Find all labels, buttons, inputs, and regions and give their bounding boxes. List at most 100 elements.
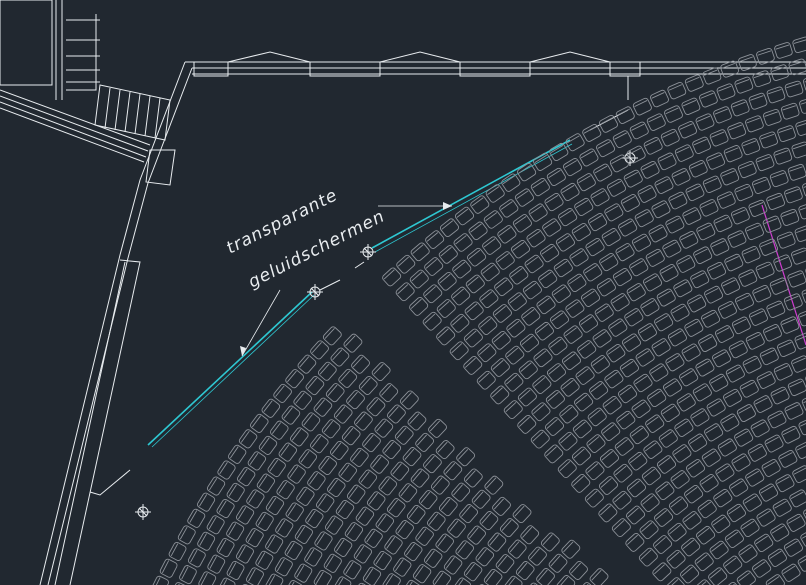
seat-icon [646, 113, 666, 131]
seat-icon [571, 474, 591, 493]
seat-icon [485, 184, 505, 203]
seat-icon [534, 321, 554, 341]
seat-icon [548, 336, 568, 356]
seat-icon [556, 575, 576, 585]
seat-icon [338, 368, 358, 388]
seat-icon [507, 539, 527, 559]
seat-icon [721, 277, 741, 295]
seat-icon [574, 197, 594, 217]
seat-icon [499, 518, 519, 538]
seat-icon [702, 175, 722, 194]
seat-icon [402, 579, 421, 585]
seat-icon [747, 443, 767, 462]
seat-icon [451, 482, 471, 502]
seat-icon [741, 138, 761, 156]
seat-icon [544, 444, 564, 464]
seat-icon [454, 206, 475, 226]
seat-icon [713, 214, 733, 233]
seat-icon [495, 251, 515, 270]
seat-icon [665, 215, 685, 234]
seat-icon [558, 207, 578, 227]
seat-icon [294, 524, 313, 544]
seat-icon [693, 246, 713, 265]
seat-icon [649, 363, 669, 382]
seat-icon [536, 568, 555, 585]
seat-icon [632, 97, 652, 116]
seat-icon [479, 511, 499, 531]
seat-icon [387, 404, 406, 424]
seat-icon [261, 398, 281, 418]
seat-icon [265, 495, 285, 516]
seat-icon [643, 273, 663, 292]
seat-icon [497, 225, 517, 244]
seat-icon [755, 261, 775, 279]
seat-icon [576, 173, 596, 192]
seat-icon [667, 81, 687, 100]
seat-icon [604, 369, 624, 389]
seat-icon [323, 553, 342, 573]
seat-icon [569, 560, 588, 580]
seat-icon [799, 97, 806, 114]
seat-icon [690, 408, 710, 427]
seat-icon [729, 478, 749, 497]
seat-icon [518, 360, 538, 380]
seat-icon [679, 368, 699, 387]
seat-icon [792, 465, 806, 484]
seat-icon [170, 582, 189, 585]
seat-icon [748, 92, 768, 110]
seat-icon [561, 539, 581, 559]
seat-icon [704, 285, 724, 304]
seat-icon [602, 395, 622, 415]
seat-icon [780, 102, 800, 120]
seat-icon [492, 304, 512, 323]
seat-icon [487, 532, 507, 552]
seat-icon [769, 277, 789, 295]
seat-icon [645, 248, 665, 267]
seat-icon [355, 506, 375, 526]
seat-icon [549, 142, 569, 162]
seat-icon [386, 498, 406, 518]
seat-icon [228, 444, 247, 464]
seat-icon [800, 529, 806, 547]
seat-icon [754, 533, 774, 553]
seat-icon [468, 221, 488, 241]
seat-icon [778, 449, 798, 468]
seat-icon [267, 457, 286, 478]
seat-icon [709, 540, 729, 560]
seat-icon [794, 225, 806, 242]
seat-icon [786, 513, 806, 532]
seat-icon [745, 332, 765, 350]
seat-icon [284, 580, 303, 585]
seat-icon [546, 363, 567, 382]
seat-icon [720, 168, 740, 186]
seat-icon [226, 560, 245, 580]
seat-icon [517, 415, 537, 434]
seat-icon [350, 447, 369, 467]
boundary-line [761, 204, 806, 346]
seat-icon [654, 313, 674, 332]
seat-icon [207, 554, 226, 574]
seat-icon [362, 566, 382, 585]
seat-icon [695, 358, 715, 377]
seat-icon [738, 269, 758, 287]
seat-icon [151, 575, 169, 585]
seat-icon [305, 376, 325, 396]
seat-icon [402, 447, 422, 467]
seat-icon [362, 433, 381, 453]
seat-icon [301, 412, 321, 432]
seat-icon [512, 214, 532, 233]
seat-icon [524, 254, 544, 274]
seat-icon [713, 106, 732, 124]
seat-icon [515, 561, 535, 581]
seat-icon [298, 449, 318, 469]
seat-icon [773, 147, 793, 165]
seat-icon [427, 511, 446, 531]
seat-icon [265, 573, 284, 585]
seat-icon [343, 560, 362, 580]
seat-icon [255, 511, 274, 531]
seat-icon [759, 483, 779, 502]
seat-icon [740, 518, 760, 538]
seat-icon [781, 425, 801, 444]
